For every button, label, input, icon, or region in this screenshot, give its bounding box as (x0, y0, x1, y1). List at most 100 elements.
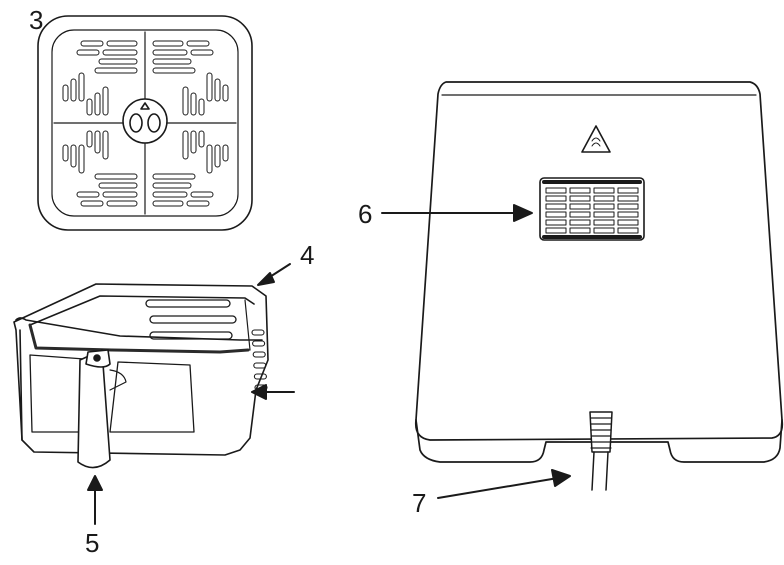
air-outlet-slot (546, 220, 566, 225)
tray-slot (153, 41, 183, 46)
tray-slot (99, 183, 137, 188)
air-outlet-frame (540, 178, 644, 240)
tray-slot (63, 85, 68, 101)
tray-slot (95, 68, 137, 73)
tray-slot (99, 59, 137, 64)
air-outlet-slot (618, 204, 638, 209)
tray-slot (153, 192, 187, 197)
cord-cable (592, 452, 608, 490)
tray-slot (107, 201, 137, 206)
tray-slot (191, 93, 196, 115)
air-outlet-slot (594, 204, 614, 209)
tray-slot (153, 68, 195, 73)
tray-slot (153, 59, 191, 64)
tray-slot (223, 145, 228, 161)
air-outlet-slot (594, 196, 614, 201)
air-outlet-slot (570, 220, 590, 225)
tray-slot (153, 201, 183, 206)
basket-vent-slot (150, 316, 236, 323)
tray-slot (153, 183, 191, 188)
tray-slot (187, 41, 209, 46)
air-outlet-slot (594, 220, 614, 225)
air-outlet-slot (618, 212, 638, 217)
tray-slot (77, 50, 99, 55)
basket-end-slot (253, 341, 265, 346)
tray-slot (81, 41, 103, 46)
tray-slot (79, 145, 84, 173)
air-outlet-slot (546, 188, 566, 193)
tray-slot (103, 192, 137, 197)
basket-rear-corner (245, 300, 250, 350)
air-outlet-slot (570, 228, 590, 233)
air-outlet-slot (594, 228, 614, 233)
tray-slot (95, 131, 100, 153)
tray-slot (207, 145, 212, 173)
air-outlet-slot (618, 196, 638, 201)
tray-slot (153, 174, 195, 179)
basket-end-slot (252, 330, 264, 335)
arrow-air-outlet (382, 205, 532, 221)
cord-strain-rings (591, 418, 611, 448)
air-outlet-slot (594, 212, 614, 217)
tray-slot (71, 145, 76, 167)
air-outlet-grille (546, 188, 638, 233)
fryer-basket (14, 284, 268, 455)
tray-slot (207, 73, 212, 101)
tray-slot (183, 87, 188, 115)
air-outlet-slot (546, 212, 566, 217)
handle-guard (110, 370, 126, 390)
tray-slot (103, 50, 137, 55)
air-outlet-slot (546, 228, 566, 233)
tray-slot (153, 50, 187, 55)
basket-inner-rim (30, 296, 254, 325)
tray-slot (187, 201, 209, 206)
tray-slot (95, 93, 100, 115)
basket-end-slot (254, 374, 266, 379)
tray-outer-rim (38, 16, 252, 230)
air-outlet-slot (618, 220, 638, 225)
tray-slot (191, 192, 213, 197)
arrow-basket-side (252, 385, 294, 399)
tray-slot (183, 131, 188, 159)
tray-slot (107, 41, 137, 46)
tray-slot (199, 131, 204, 147)
air-outlet-slot (570, 196, 590, 201)
air-fryer-main-unit (416, 82, 783, 490)
tray-slot (77, 192, 99, 197)
handle-grip (78, 350, 110, 468)
basket-handle (78, 350, 126, 468)
tray-slot (63, 145, 68, 161)
air-outlet-slot (570, 212, 590, 217)
tray-slot (79, 73, 84, 101)
tray-slot (191, 50, 213, 55)
tray-slot (199, 99, 204, 115)
hot-surface-warning-icon (582, 126, 610, 152)
handle-release-button (94, 355, 100, 361)
basket-vent-slot (150, 332, 232, 339)
tray-slot (81, 201, 103, 206)
callout-power-cord: 7 (412, 488, 427, 518)
air-outlet-slot (594, 188, 614, 193)
tray-slot (71, 79, 76, 101)
basket-body (14, 284, 268, 455)
leader-arrows (88, 205, 570, 524)
air-outlet-slot (618, 188, 638, 193)
power-cord (590, 412, 612, 490)
hot-surface-warning-symbol (592, 138, 600, 146)
air-outlet-slot (570, 188, 590, 193)
basket-left-edge (20, 330, 22, 440)
callout-basket: 4 (300, 240, 315, 270)
basket-vent-slot (146, 300, 230, 307)
tray-slot (215, 79, 220, 101)
air-outlet-vent (540, 178, 644, 240)
tray-slot (191, 131, 196, 153)
basket-rim-shadow (30, 325, 248, 352)
tray-slot (95, 174, 137, 179)
basket-end-slot (253, 352, 265, 357)
basket-window-right (110, 362, 194, 432)
tray-slot (103, 131, 108, 159)
tray-vent-slots (63, 41, 228, 206)
basket-end-slot (254, 363, 266, 368)
